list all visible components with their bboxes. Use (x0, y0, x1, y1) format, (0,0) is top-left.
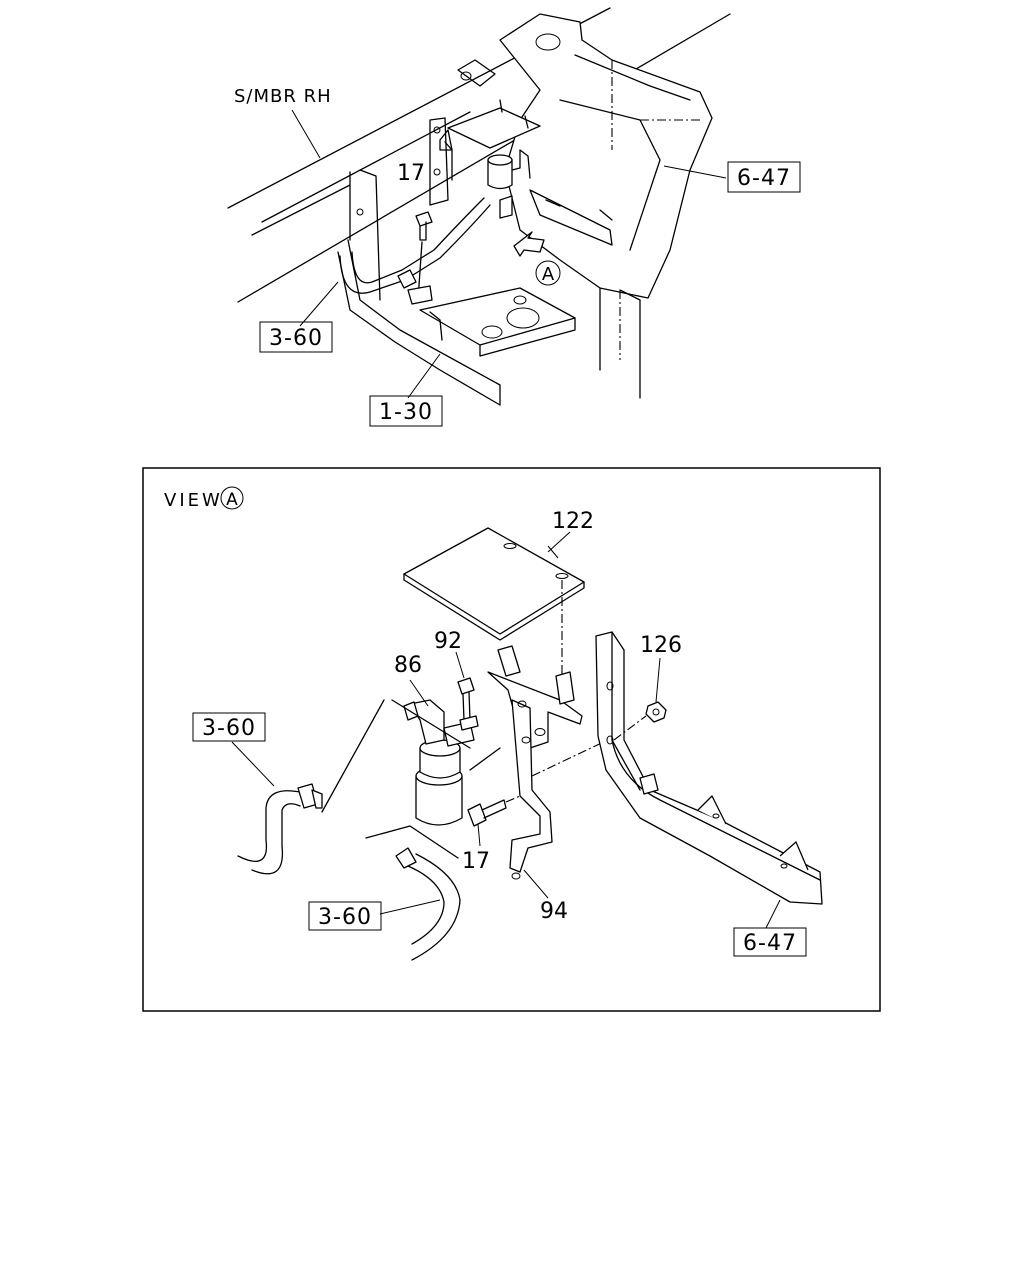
frame-rail (337, 59, 501, 406)
leader-3-60-upper (231, 741, 275, 787)
top-assembly-view: S/MBR RH 17 A 6-47 3-60 1-30 (227, 7, 801, 427)
ref-3-60-upper-text: 3-60 (202, 716, 256, 741)
cover-plate (403, 527, 585, 641)
ref-3-60-top-text: 3-60 (269, 326, 323, 351)
callout-94: 94 (540, 899, 568, 924)
callout-bolt-top: 17 (397, 161, 425, 186)
detail-title-marker-letter: A (226, 490, 238, 510)
pipe-line (339, 197, 491, 294)
ref-6-47-top-text: 6-47 (737, 166, 791, 191)
ref-box-3-60-lower: 3-60 (308, 901, 382, 931)
callout-86: 86 (394, 653, 422, 678)
leader-94 (523, 869, 549, 899)
callout-17-lower: 17 (462, 849, 490, 874)
nut-alignment-line (613, 715, 647, 741)
leader-3-60-top (299, 281, 339, 327)
detail-title: VIEW (164, 490, 223, 511)
ref-6-47-detail-text: 6-47 (743, 931, 797, 956)
leader-1-30 (407, 353, 441, 399)
view-marker-top-letter: A (542, 264, 555, 285)
detail-view-a: VIEW A (142, 467, 881, 1012)
mounting-plate (419, 287, 576, 357)
callout-122: 122 (552, 509, 594, 534)
leader-86 (409, 679, 429, 707)
ref-box-3-60-top: 3-60 (259, 321, 333, 353)
leader-6-47-detail (765, 899, 781, 929)
leader-17-lower (477, 823, 481, 847)
ref-3-60-lower-text: 3-60 (318, 905, 372, 930)
nut-126 (645, 701, 667, 723)
side-member-label: S/MBR RH (234, 86, 332, 107)
view-marker-top: A (535, 260, 561, 286)
pipe-left (237, 783, 323, 875)
frame-member-6-47 (595, 631, 823, 905)
leader-6-47 (663, 165, 727, 179)
leader-126 (655, 657, 661, 703)
detail-title-marker: A (220, 486, 244, 510)
bolt-17-lower (467, 799, 507, 827)
bolt-92 (457, 677, 479, 731)
ref-box-3-60-upper: 3-60 (192, 712, 266, 742)
leader-92 (455, 651, 465, 679)
leader-3-60-lower (379, 899, 441, 915)
view-direction-arrow (513, 231, 545, 257)
leader-122 (547, 531, 571, 553)
leader-member (291, 109, 321, 159)
ref-box-1-30: 1-30 (369, 395, 443, 427)
ref-1-30-text: 1-30 (379, 400, 433, 425)
detail-frame (142, 467, 881, 1012)
dryer-connection-line-a (391, 699, 471, 749)
dryer-assembly (447, 99, 541, 219)
bracket (487, 645, 583, 880)
pipe-lower (395, 847, 461, 961)
bracket-alignment-line (531, 737, 613, 777)
ref-box-6-47-detail: 6-47 (733, 927, 807, 957)
callout-126: 126 (640, 633, 682, 658)
bolt-top-view (407, 211, 433, 305)
callout-92: 92 (434, 629, 462, 654)
ref-box-6-47-top: 6-47 (727, 161, 801, 193)
cross-member (499, 13, 713, 399)
pipe-left-connection (321, 699, 385, 813)
dryer-connection-line-b (469, 747, 501, 771)
bolt-alignment-line (505, 795, 521, 803)
dryer-connection-line-c (365, 825, 459, 859)
